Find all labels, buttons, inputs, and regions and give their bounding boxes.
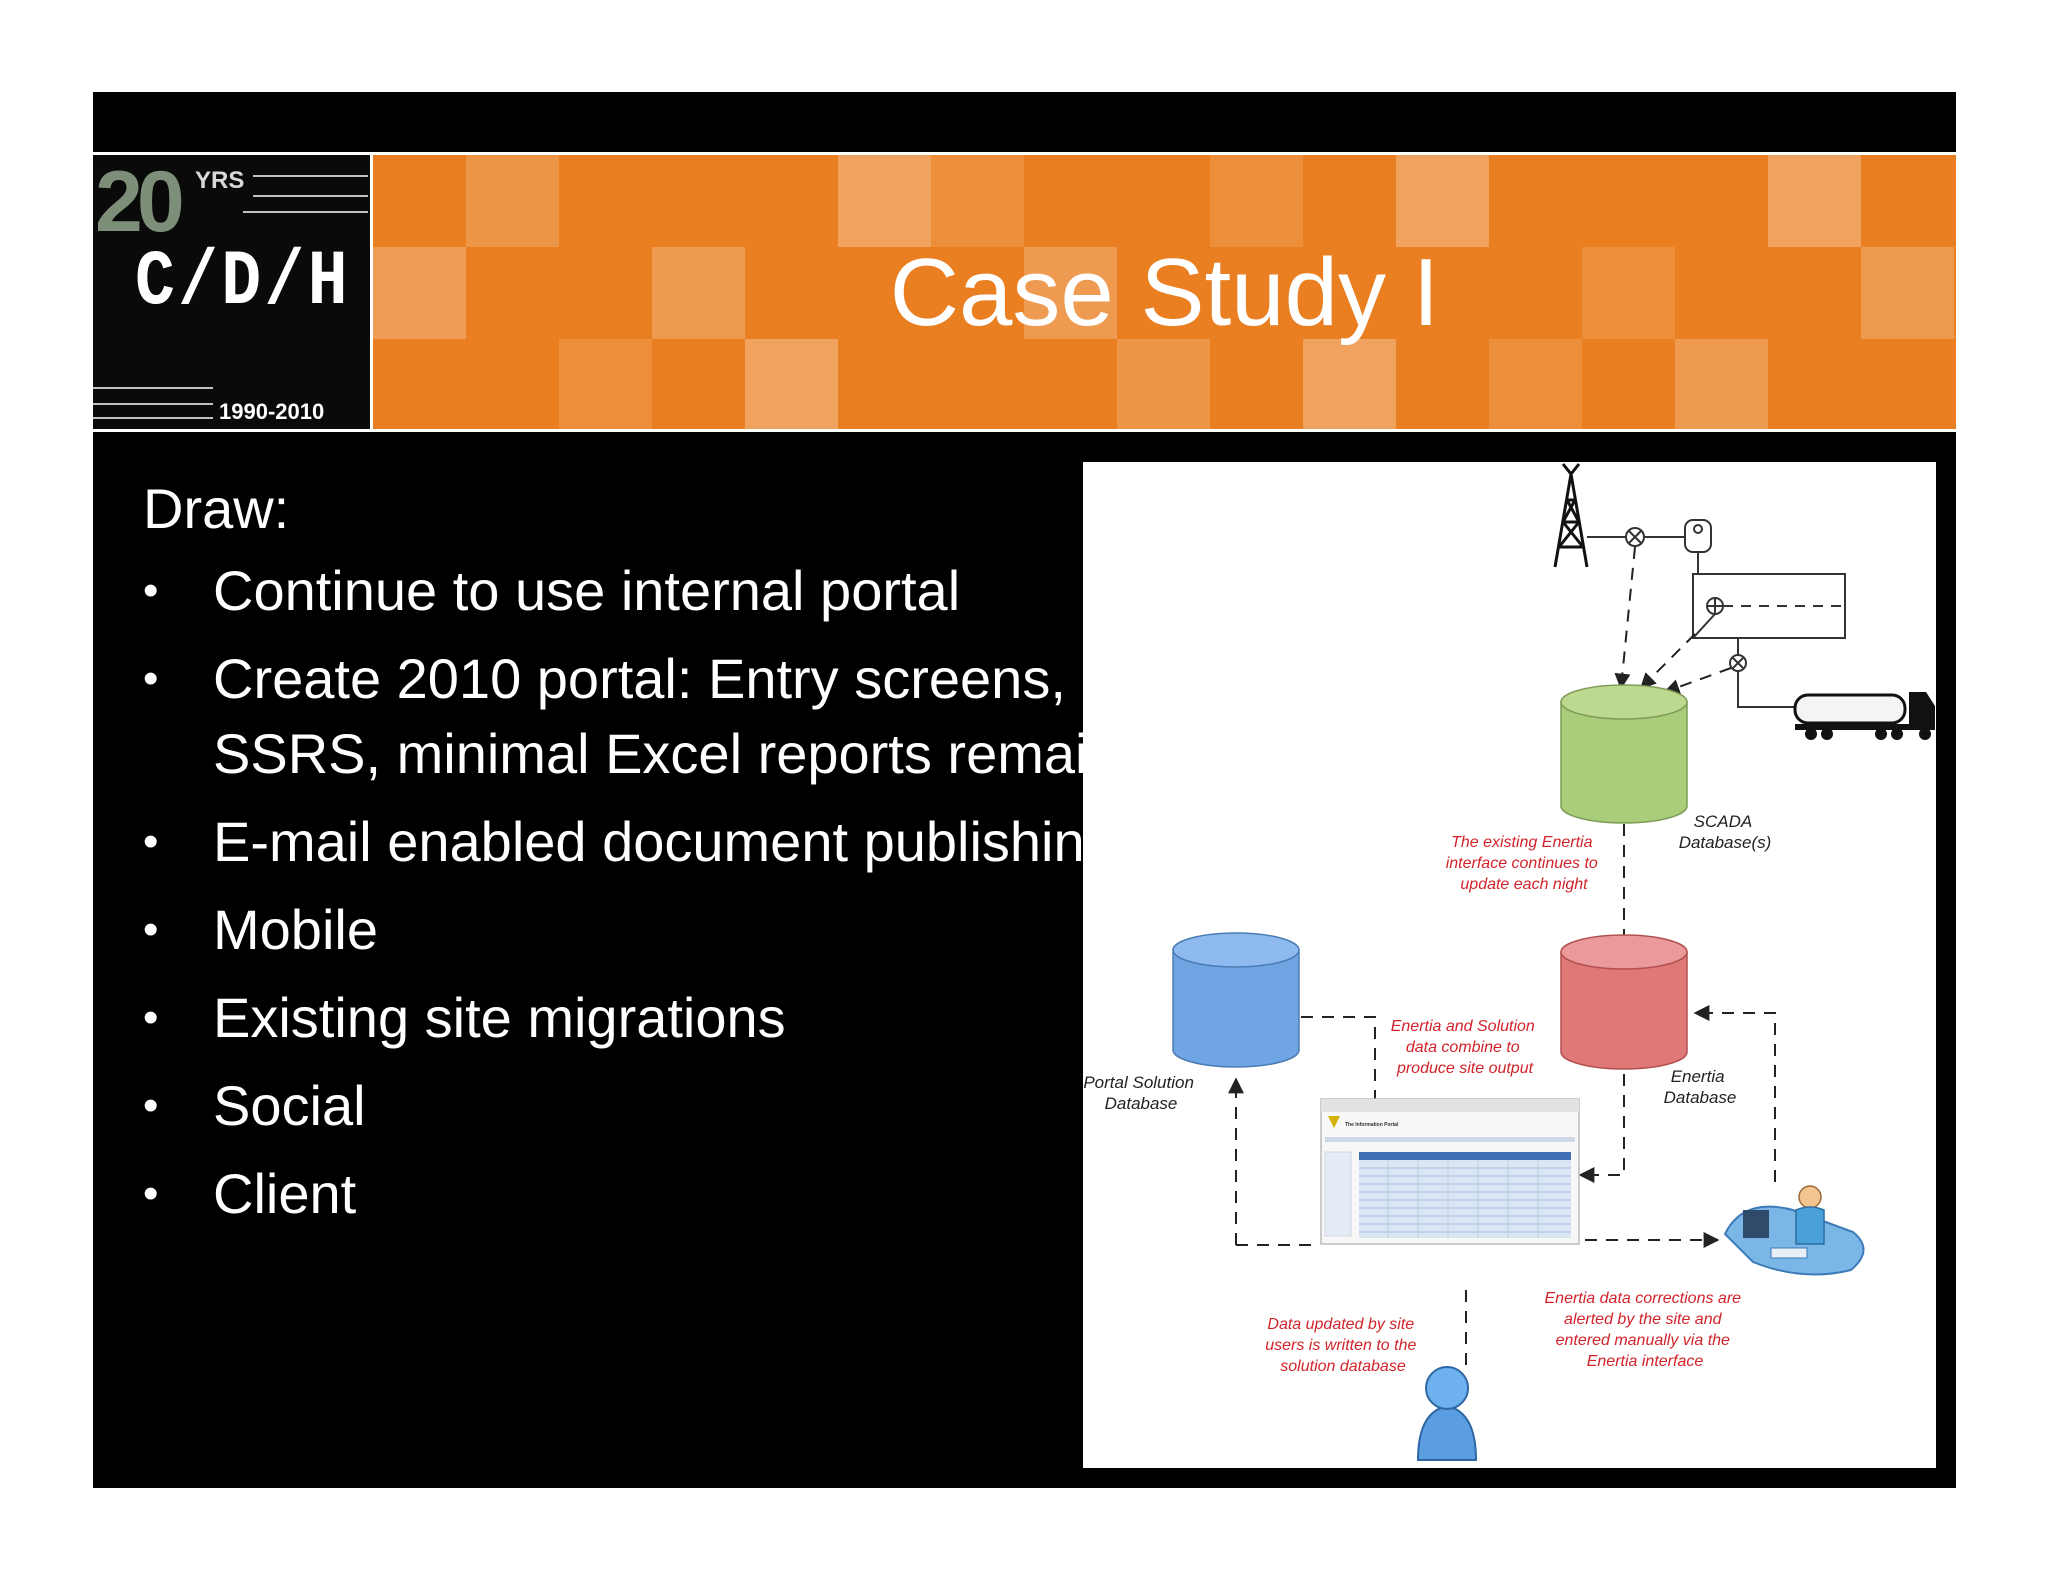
bullet-item: • Client — [143, 1156, 1143, 1231]
logo-letters: C/D/H — [135, 239, 351, 327]
slide-header: 20 YRS C/D/H 1990-2010 — [93, 152, 1956, 432]
logo-rule — [93, 417, 213, 419]
data-combine-note: Enertia and Solution data combine to pro… — [1391, 1018, 1540, 1077]
banner-tile — [373, 247, 466, 339]
logo-rule — [243, 211, 368, 213]
oil-derrick-icon — [1553, 463, 1589, 568]
bullet-item: • Mobile — [143, 892, 1143, 967]
banner-tile — [1210, 155, 1303, 247]
portal-screenshot: The Information Portal — [1320, 1098, 1580, 1245]
banner-tile — [559, 339, 652, 429]
architecture-diagram: SCADA Database(s) The existing Enertia i… — [1083, 462, 1936, 1468]
logo-rule — [93, 403, 213, 405]
banner-tile — [1396, 155, 1489, 247]
banner-tile — [1303, 339, 1396, 429]
site-user-icon — [1416, 1366, 1478, 1461]
enertia-corrections-note: Enertia data corrections are alerted by … — [1545, 1290, 1746, 1370]
bullet-text: Existing site migrations — [213, 986, 786, 1049]
banner-tile — [1117, 339, 1210, 429]
bullet-symbol: • — [143, 654, 159, 703]
bullet-list: • Continue to use internal portal • Create… — [143, 553, 1143, 1231]
bullet-text: E-mail enabled document publishing — [213, 810, 1116, 873]
bullet-symbol: • — [143, 1081, 159, 1130]
analyst-workstation-icon — [1723, 1185, 1865, 1276]
intro-label: Draw: — [143, 477, 290, 540]
portal-logo-icon — [1328, 1116, 1340, 1128]
nightly-update-note: The existing Enertia interface continues… — [1446, 834, 1603, 893]
bullet-symbol: • — [143, 993, 159, 1042]
slide-title: Case Study I — [889, 239, 1440, 346]
banner-tile — [652, 247, 745, 339]
portal-window-title: The Information Portal — [1345, 1122, 1399, 1128]
enertia-database-icon — [1560, 934, 1688, 1070]
data-flow-connectors — [1228, 1005, 1776, 1372]
banner-tile — [1024, 247, 1117, 339]
logo-rule — [253, 175, 368, 177]
banner-tile — [1675, 339, 1768, 429]
banner-tile — [745, 339, 838, 429]
title-banner: Case Study I — [373, 155, 1956, 429]
bullet-text: Social — [213, 1074, 366, 1137]
bullet-symbol: • — [143, 905, 159, 954]
bullet-symbol: • — [143, 817, 159, 866]
logo-year-range: 1990-2010 — [219, 399, 325, 424]
banner-tile — [838, 155, 931, 247]
bullet-item: • Social — [143, 1068, 1143, 1143]
logo-rule — [253, 195, 368, 197]
enertia-database-label: Enertia Database — [1664, 1067, 1737, 1107]
bullet-text: Client — [213, 1162, 357, 1225]
scada-feed-arrows — [1614, 546, 1732, 695]
tank-truck-icon — [1793, 692, 1935, 740]
banner-tile — [931, 155, 1024, 247]
slide-content: Draw: • Continue to use internal portal •… — [143, 477, 1143, 1244]
bullet-text: Continue to use internal portal — [213, 559, 961, 622]
bullet-text: Create 2010 portal: Entry screens, SSRS,… — [213, 647, 1119, 785]
bullet-text: Mobile — [213, 898, 378, 961]
slide: 20 YRS C/D/H 1990-2010 — [93, 92, 1956, 1488]
banner-tile — [1768, 155, 1861, 247]
bullet-item: • Existing site migrations — [143, 980, 1143, 1055]
logo-rule — [93, 387, 213, 389]
scada-database-label: SCADA Database(s) — [1679, 812, 1772, 852]
bullet-item: • Create 2010 portal: Entry screens, SSRS… — [143, 641, 1143, 791]
banner-tile — [1582, 247, 1675, 339]
portal-database-label: Portal Solution Database — [1083, 1073, 1198, 1113]
portal-database-icon — [1172, 932, 1300, 1068]
cdh-logo: 20 YRS C/D/H 1990-2010 — [93, 155, 373, 429]
logo-years-label: YRS — [195, 167, 245, 194]
diagram-canvas: SCADA Database(s) The existing Enertia i… — [1083, 463, 1935, 1461]
site-users-note: Data updated by site users is written to… — [1265, 1316, 1421, 1375]
banner-tile — [1861, 247, 1954, 339]
logo-years-number: 20 — [95, 155, 185, 250]
scada-database-icon — [1560, 684, 1688, 824]
separator-vessel-icon — [1692, 573, 1846, 708]
bullet-item: • Continue to use internal portal — [143, 553, 1143, 628]
banner-tile — [1489, 339, 1582, 429]
bullet-symbol: • — [143, 566, 159, 615]
bullet-item: • E-mail enabled document publishing — [143, 804, 1143, 879]
bullet-symbol: • — [143, 1169, 159, 1218]
meter-icon — [1587, 519, 1712, 574]
banner-tile — [466, 155, 559, 247]
